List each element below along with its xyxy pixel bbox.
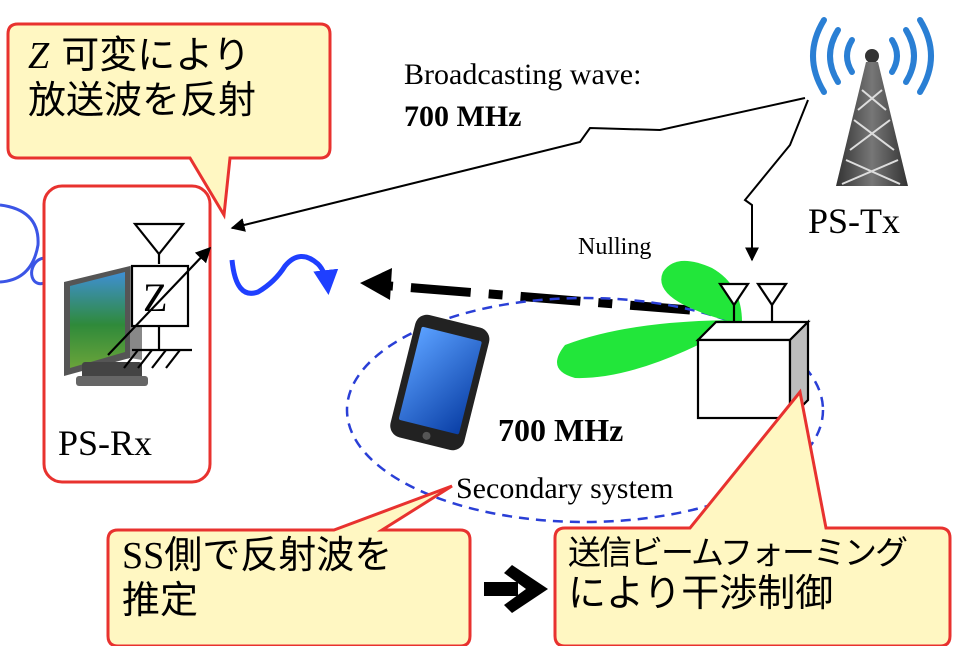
broadcasting-wave-label: Broadcasting wave:: [404, 58, 642, 91]
ss-abbrev: SS: [122, 535, 165, 577]
z-box-label: Z: [143, 275, 168, 320]
callout-bottom-left-line2: 推定: [122, 577, 199, 622]
callout-bottom-right-text: 送信ビームフォーミング により干渉制御: [568, 533, 908, 616]
broadcast-wave-arrows: [230, 97, 809, 262]
arrow-right-icon: [484, 565, 548, 613]
callout-bottom-right-line2: により干渉制御: [568, 570, 834, 615]
ss-base-station: [695, 282, 811, 421]
callout-top-left-line1: Z 可変により: [28, 33, 256, 79]
smartphone-icon: [390, 314, 490, 451]
nulling-label: Nulling: [578, 234, 652, 260]
callout-top-left-text: Z 可変により 放送波を反射: [28, 33, 257, 122]
ps-tx-label: PS-Tx: [808, 201, 901, 241]
wave-arrow-to-ss: [743, 99, 809, 262]
interference-arrow: [360, 268, 691, 315]
wave-arrow-to-rx: [230, 97, 806, 232]
callout-top-left: [6, 22, 332, 220]
callout-bottom-left-text: SS側で反射波を 推定: [122, 533, 393, 622]
callout-top-left-line1-rest: 可変により: [49, 33, 251, 77]
beam-pattern: [557, 260, 742, 379]
secondary-system-label: Secondary system: [456, 472, 674, 505]
z-variable: Z: [28, 35, 50, 77]
z-antenna: [107, 222, 212, 369]
freq-top-label: 700 MHz: [404, 100, 522, 133]
reflected-wave: [229, 254, 339, 296]
callout-top-left-line2: 放送波を反射: [28, 77, 257, 122]
secondary-system-area: [345, 296, 825, 524]
broadcast-tower-icon: [810, 17, 934, 186]
freq-ss-label: 700 MHz: [498, 412, 624, 448]
callout-bottom-right-line1: 送信ビームフォーミング: [568, 533, 908, 572]
ps-rx-label: PS-Rx: [58, 423, 153, 463]
callout-bottom-left-line1-rest: 側で反射波を: [164, 533, 393, 577]
callout-bottom-left-line1: SS側で反射波を: [122, 533, 393, 579]
